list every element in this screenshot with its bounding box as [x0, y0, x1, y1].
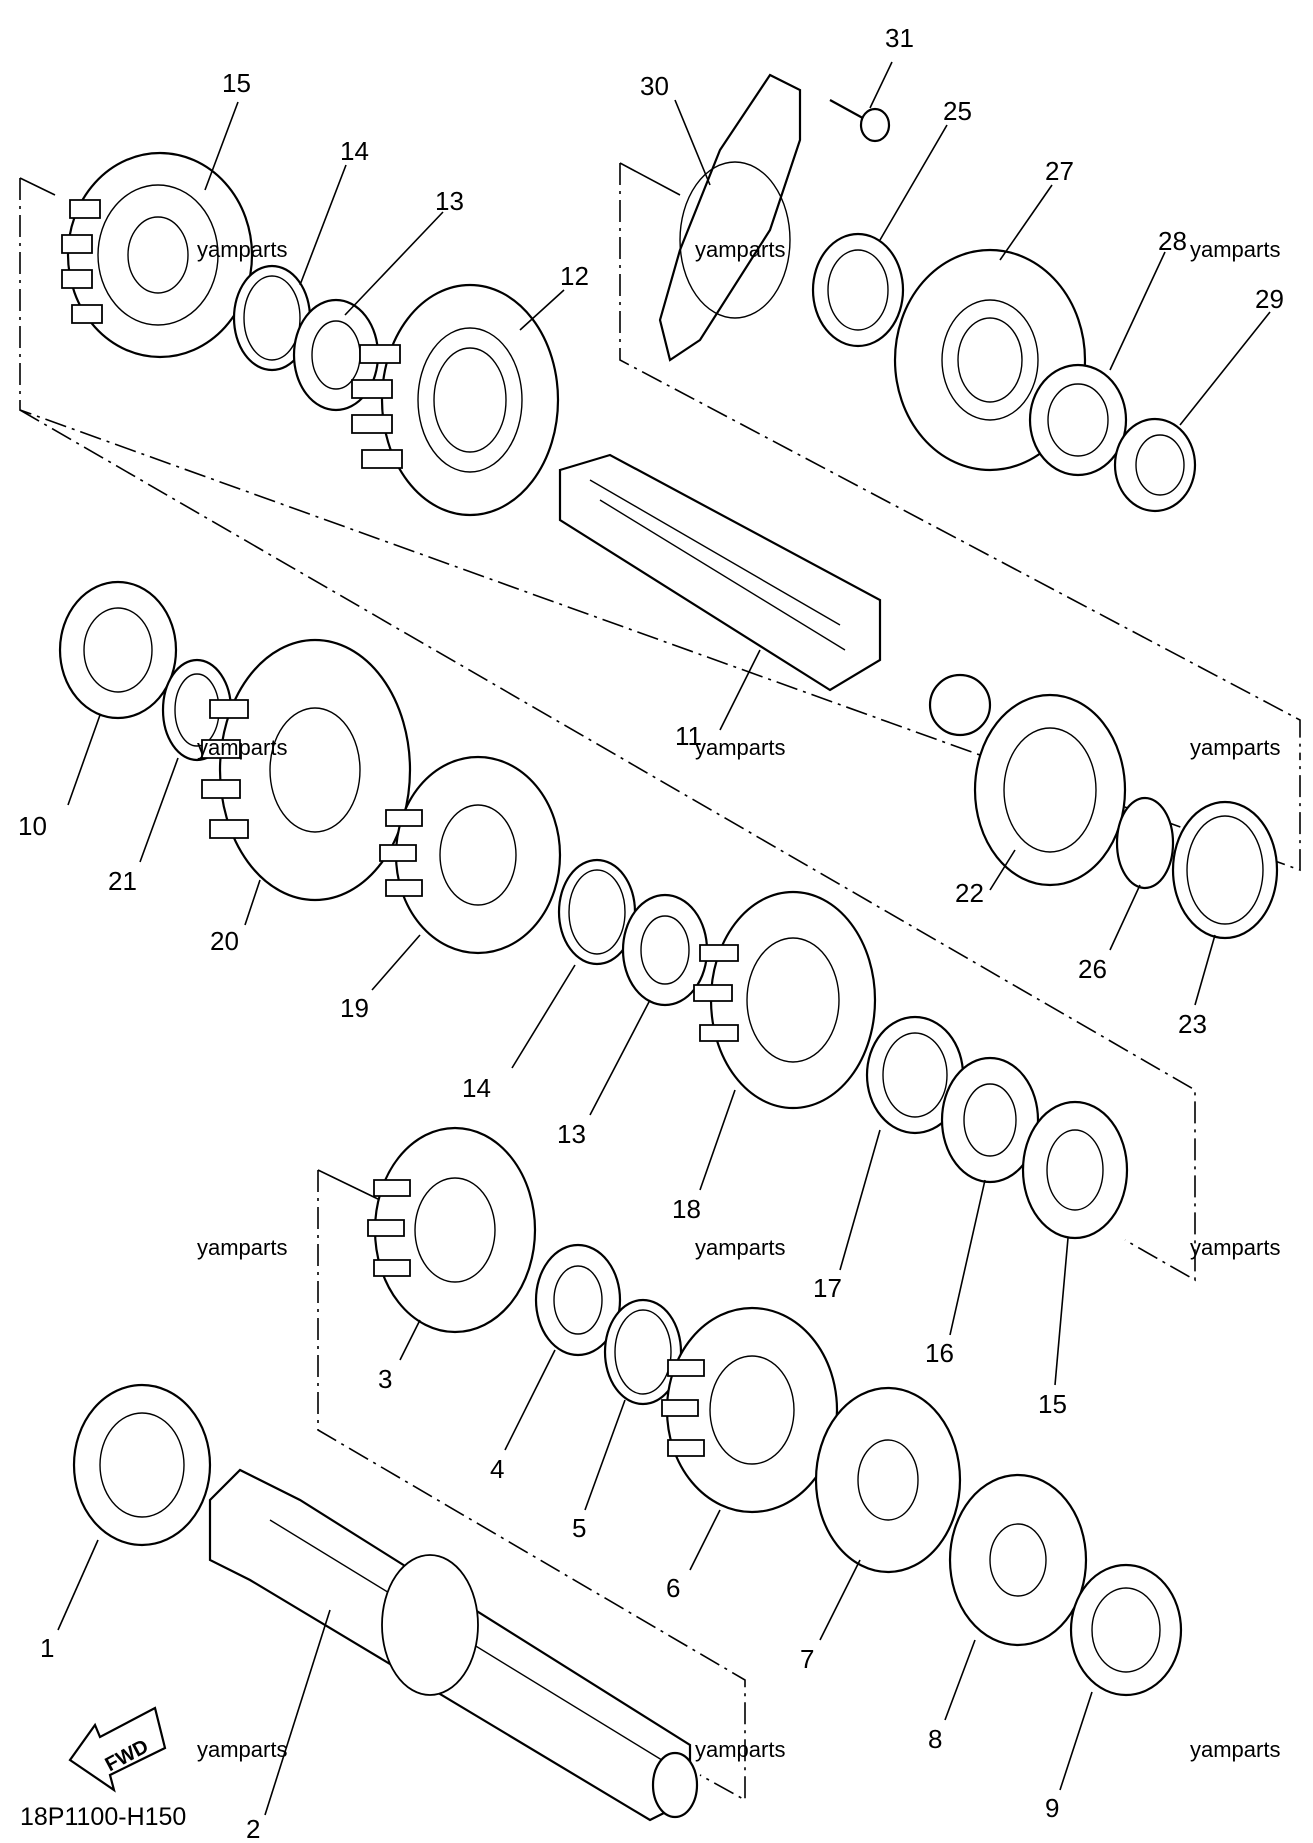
part-13-washer-mid: [621, 893, 709, 1007]
watermark-text: yamparts: [695, 735, 785, 760]
part-4-washer: [534, 1243, 622, 1357]
watermarks: yamparts yamparts yamparts yamparts yamp…: [197, 237, 1280, 1762]
part-2-drive-axle: [208, 1468, 699, 1822]
watermark-text: yamparts: [197, 1235, 287, 1260]
watermark-text: yamparts: [197, 237, 287, 262]
part-26-o-ring: [1115, 796, 1175, 890]
watermark-text: yamparts: [1190, 1737, 1280, 1762]
part-15-gear: [61, 151, 254, 359]
callout-29: 29: [1255, 284, 1284, 314]
part-16-washer: [1021, 1100, 1129, 1240]
callout-2: 2: [246, 1814, 260, 1843]
callout-18: 17: [813, 1273, 842, 1303]
callout-15: 15: [222, 68, 251, 98]
callout-14-top: 14: [340, 136, 369, 166]
callout-11: 11: [675, 721, 702, 751]
callout-28: 28: [1158, 226, 1187, 256]
callout-3: 3: [378, 1364, 392, 1394]
part-7-gear: [814, 1386, 962, 1574]
callout-19: 18: [672, 1194, 701, 1224]
part-17-washer: [940, 1056, 1040, 1184]
callout-9: 9: [1045, 1793, 1059, 1823]
part-1-bearing: [72, 1383, 212, 1547]
watermark-text: yamparts: [695, 1235, 785, 1260]
part-30-bearing-housing: [658, 73, 802, 362]
callout-24: 23: [1178, 1009, 1207, 1039]
callout-5: 5: [572, 1513, 586, 1543]
callout-8: 8: [928, 1724, 942, 1754]
part-11-main-axle: [558, 453, 992, 737]
part-8-gear: [948, 1473, 1088, 1647]
callout-4: 4: [490, 1454, 504, 1484]
callout-13-mid: 13: [557, 1119, 586, 1149]
part-10-bearing: [58, 580, 178, 720]
part-28-collar: [1028, 363, 1128, 477]
fwd-arrow-icon: [68, 1706, 167, 1793]
callout-numbers: 15 14 13 12 30 31 25 27 28 29 11 10 21 2…: [18, 23, 1284, 1843]
callout-25: 25: [943, 96, 972, 126]
callout-31: 31: [885, 23, 914, 53]
part-23-bearing: [973, 693, 1127, 887]
part-24-oil-seal: [1171, 800, 1279, 940]
callout-22: 21: [108, 866, 137, 896]
watermark-text: yamparts: [197, 1737, 287, 1762]
callout-10: 10: [18, 811, 47, 841]
callout-20: 19: [340, 993, 369, 1023]
callout-21: 20: [210, 926, 239, 956]
watermark-text: yamparts: [1190, 735, 1280, 760]
callout-30: 30: [640, 71, 669, 101]
diagram-code: 18P1100-H150: [20, 1803, 186, 1831]
callout-26: 26: [1078, 954, 1107, 984]
callout-27: 27: [1045, 156, 1074, 186]
callout-14-mid: 14: [462, 1073, 491, 1103]
watermark-text: yamparts: [1190, 1235, 1280, 1260]
part-25-oil-seal: [811, 232, 905, 348]
part-9-bearing: [1069, 1563, 1183, 1697]
part-6-gear: [661, 1306, 839, 1514]
callout-23: 22: [955, 878, 984, 908]
watermark-text: yamparts: [197, 735, 287, 760]
watermark-text: yamparts: [695, 1737, 785, 1762]
part-3-gear: [367, 1126, 537, 1334]
watermark-text: yamparts: [695, 237, 785, 262]
callout-6: 6: [666, 1573, 680, 1603]
part-31-bolt: [829, 99, 891, 143]
callout-1: 1: [40, 1633, 54, 1663]
callout-17: 16: [925, 1338, 954, 1368]
part-14-circlip: [232, 264, 312, 372]
part-12-gear: [351, 283, 560, 517]
callout-13-top: 13: [435, 186, 464, 216]
leader-lines: [57, 61, 1271, 1816]
part-29-nut: [1113, 417, 1197, 513]
callout-12: 12: [560, 261, 589, 291]
fwd-arrow: FWD: [68, 1706, 167, 1793]
part-21-gear: [201, 638, 412, 902]
part-19-gear: [693, 890, 877, 1110]
callout-7: 7: [800, 1644, 814, 1674]
part-20-gear: [379, 755, 562, 955]
assembly-bracket-lines: [19, 162, 1301, 1802]
watermark-text: yamparts: [1190, 237, 1280, 262]
callout-16: 15: [1038, 1389, 1067, 1419]
